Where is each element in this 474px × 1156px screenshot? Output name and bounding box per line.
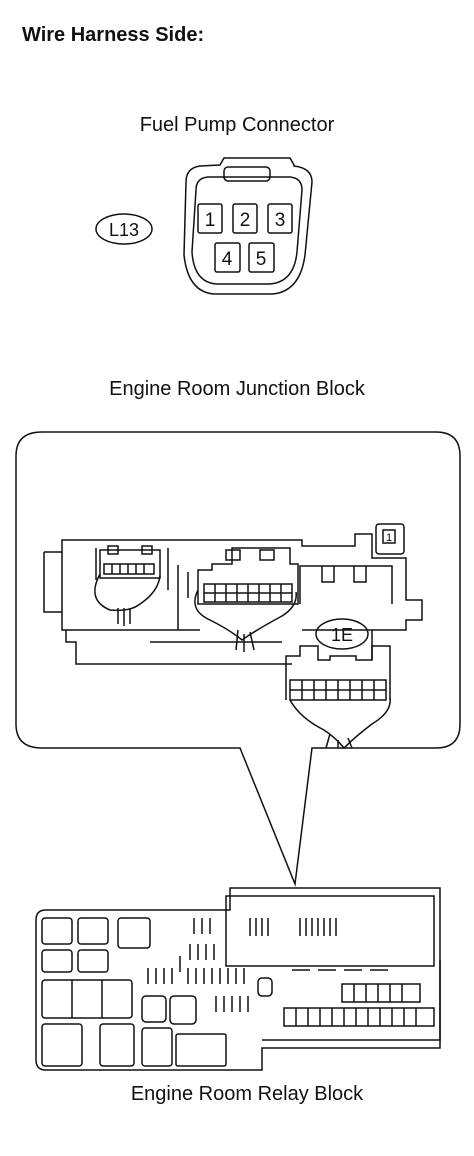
pin-5-label: 5 <box>256 249 267 270</box>
junction-block-title: Engine Room Junction Block <box>109 378 365 400</box>
fuel-pump-code: L13 <box>109 220 139 240</box>
pin-2-label: 2 <box>240 210 251 231</box>
pin-4-label: 4 <box>222 249 233 270</box>
connector-1e-code: 1E <box>331 625 353 645</box>
fuel-pump-connector-title: Fuel Pump Connector <box>139 114 335 136</box>
pin-1-label: 1 <box>205 210 216 231</box>
relay-block <box>35 887 441 1071</box>
fuel-pump-connector <box>95 157 313 295</box>
connector-1e-badge <box>315 618 369 650</box>
pin-3-label: 3 <box>275 210 286 231</box>
connector-code-badge <box>95 213 153 245</box>
junction-block <box>43 523 423 750</box>
callout-number: 1 <box>386 532 392 544</box>
page-heading: Wire Harness Side: <box>22 24 205 46</box>
callout-bubble <box>15 431 461 887</box>
relay-block-title: Engine Room Relay Block <box>130 1083 364 1105</box>
